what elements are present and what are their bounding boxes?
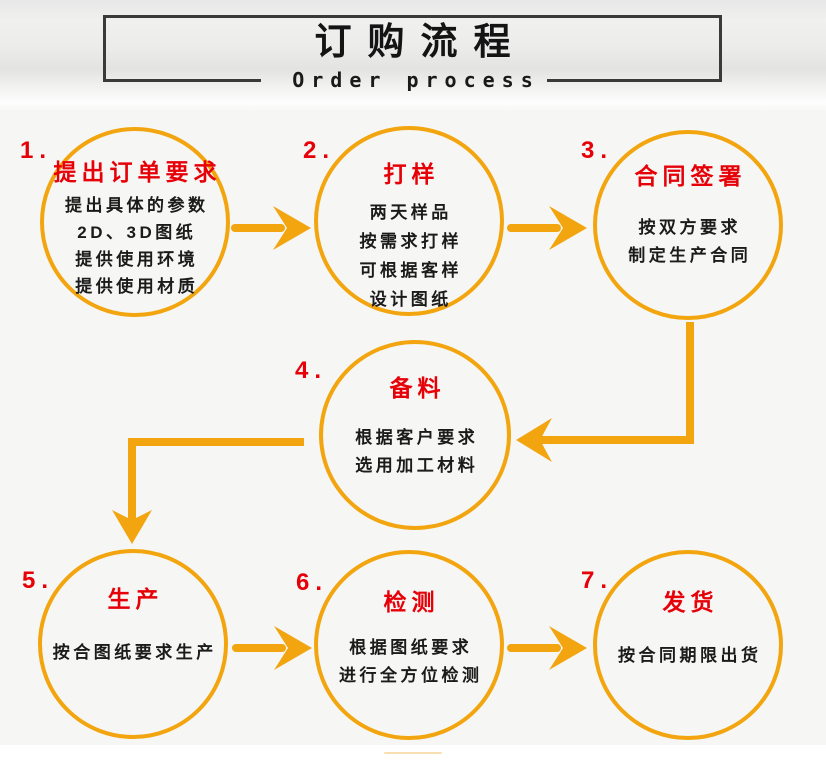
step-1-title: 提出订单要求 <box>53 159 222 185</box>
step-detail-line: 两天样品 <box>369 203 452 222</box>
arrow-right-icon-step6-step7 <box>505 624 587 672</box>
arrow-right-icon-step5-step6 <box>230 624 312 672</box>
step-2-details: 两天样品 按需求打样 可根据客样 设计图纸 <box>356 198 462 314</box>
step-2-circle: 打样 两天样品 按需求打样 可根据客样 设计图纸 <box>314 126 504 316</box>
step-3-details: 按双方要求 制定生产合同 <box>625 214 752 270</box>
step-detail-line: 按需求打样 <box>359 232 462 251</box>
step-detail-line: 根据图纸要求 <box>349 638 473 657</box>
step-2-number: 2. <box>303 137 336 164</box>
title-box: 订购流程 Order process <box>103 15 722 92</box>
step-detail-line: 制定生产合同 <box>628 246 752 265</box>
title-box-bottom-border-left <box>106 79 261 82</box>
step-5-title: 生产 <box>107 586 164 612</box>
step-4-circle: 备料 根据客户要求 选用加工材料 <box>319 340 511 530</box>
step-detail-line: 提供使用环境 <box>75 250 199 269</box>
step-detail-line: 可根据客样 <box>359 261 462 280</box>
page-title: 订购流程 <box>314 22 527 63</box>
step-2-title: 打样 <box>383 161 440 187</box>
step-7-title: 发货 <box>662 589 719 615</box>
step-3-number: 3. <box>581 137 614 164</box>
step-4-details: 根据客户要求 选用加工材料 <box>352 424 479 480</box>
top-gradient-band <box>0 0 826 112</box>
step-detail-line: 根据客户要求 <box>355 428 479 447</box>
step-6-title: 检测 <box>383 589 440 615</box>
step-4-number: 4. <box>295 357 328 384</box>
step-1-circle: 提出订单要求 提出具体的参数 2D、3D图纸 提供使用环境 提供使用材质 <box>40 127 230 317</box>
arrow-right-icon-step2-step3 <box>505 204 587 252</box>
step-6-circle: 检测 根据图纸要求 进行全方位检测 <box>314 550 504 740</box>
step-detail-line: 提供使用材质 <box>75 277 199 296</box>
title-box-bottom-border-right <box>547 79 719 82</box>
step-5-details: 按合图纸要求生产 <box>49 639 217 667</box>
bottom-white-band <box>0 745 826 767</box>
page-subtitle: Order process <box>292 68 540 92</box>
step-detail-line: 按合图纸要求生产 <box>52 643 217 662</box>
step-5-circle: 生产 按合图纸要求生产 <box>38 549 228 739</box>
step-7-details: 按合同期限出货 <box>615 642 762 670</box>
step-1-details: 提出具体的参数 2D、3D图纸 提供使用环境 提供使用材质 <box>62 192 209 300</box>
arrow-right-icon-step1-step2 <box>229 204 311 252</box>
step-1-number: 1. <box>20 137 53 164</box>
step-detail-line: 按合同期限出货 <box>618 646 762 665</box>
step-detail-line: 进行全方位检测 <box>339 666 483 685</box>
step-3-circle: 合同签署 按双方要求 制定生产合同 <box>593 130 783 320</box>
elbow-arrow-icon-step3-step4 <box>510 322 700 472</box>
step-3-title: 合同签署 <box>634 163 747 189</box>
step-7-circle: 发货 按合同期限出货 <box>593 550 783 740</box>
step-detail-line: 设计图纸 <box>369 290 452 309</box>
step-6-details: 根据图纸要求 进行全方位检测 <box>336 634 483 690</box>
step-detail-line: 提出具体的参数 <box>65 196 209 215</box>
step-detail-line: 按双方要求 <box>638 218 741 237</box>
step-5-number: 5. <box>22 567 55 594</box>
elbow-arrow-icon-step4-step5 <box>104 432 328 552</box>
step-4-title: 备料 <box>389 375 446 401</box>
bottom-artifact-line <box>384 752 442 754</box>
step-detail-line: 选用加工材料 <box>355 456 479 475</box>
step-detail-line: 2D、3D图纸 <box>77 223 197 242</box>
step-7-number: 7. <box>581 567 614 594</box>
step-6-number: 6. <box>296 569 329 596</box>
